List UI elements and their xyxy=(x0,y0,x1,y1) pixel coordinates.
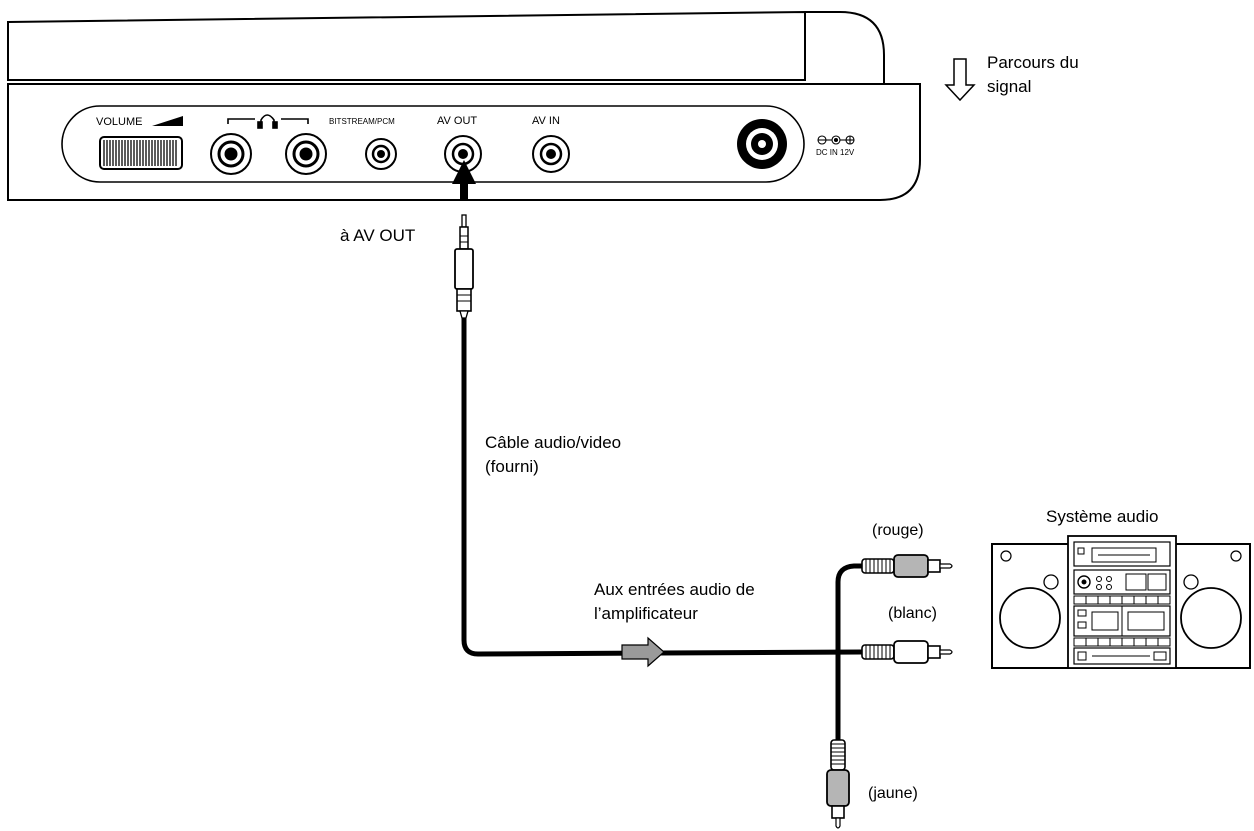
headphone-jack-2[interactable] xyxy=(285,133,327,175)
legend-signal-line2: signal xyxy=(987,77,1031,96)
signal-flow-legend-icon xyxy=(944,58,976,102)
volume-wheel[interactable] xyxy=(99,136,183,170)
signal-flow-arrow xyxy=(621,636,665,668)
white-label: (blanc) xyxy=(888,605,937,622)
av-out-jack[interactable] xyxy=(444,135,482,173)
dc-in-label: DC IN 12V xyxy=(816,148,855,157)
cable-label-line2: (fourni) xyxy=(485,457,539,476)
red-label: (rouge) xyxy=(872,522,924,539)
dc-polarity-icon xyxy=(817,135,855,145)
amp-label-line1: Aux entrées audio de xyxy=(594,580,755,599)
dc-in-jack[interactable] xyxy=(737,119,787,169)
cable-branch-red xyxy=(835,563,864,652)
bitstream-label: BITSTREAM/PCM xyxy=(329,117,395,126)
amp-label-line2: l’amplificateur xyxy=(594,604,698,623)
to-av-out-label: à AV OUT xyxy=(340,226,415,245)
av-in-jack[interactable] xyxy=(532,135,570,173)
cable-label-line1: Câble audio/video xyxy=(485,433,621,452)
av-out-label: AV OUT xyxy=(437,115,477,127)
headphone-icon xyxy=(227,114,309,129)
yellow-label: (jaune) xyxy=(868,785,918,802)
audio-system-label: Système audio xyxy=(1046,507,1158,526)
bitstream-jack[interactable] xyxy=(365,138,397,170)
rca-plug-white xyxy=(861,640,953,664)
audio-system-icon xyxy=(991,535,1251,669)
volume-label: VOLUME xyxy=(96,116,142,128)
av-cable xyxy=(461,318,863,657)
av-in-label: AV IN xyxy=(532,115,560,127)
mini-plug xyxy=(454,214,474,319)
volume-ramp-icon xyxy=(152,116,183,126)
rca-plug-yellow xyxy=(826,739,850,829)
rca-plug-red xyxy=(861,554,953,578)
headphone-jack-1[interactable] xyxy=(210,133,252,175)
device-lid xyxy=(7,10,885,84)
legend-signal-line1: Parcours du xyxy=(987,53,1079,72)
insert-arrow-icon xyxy=(452,160,476,200)
